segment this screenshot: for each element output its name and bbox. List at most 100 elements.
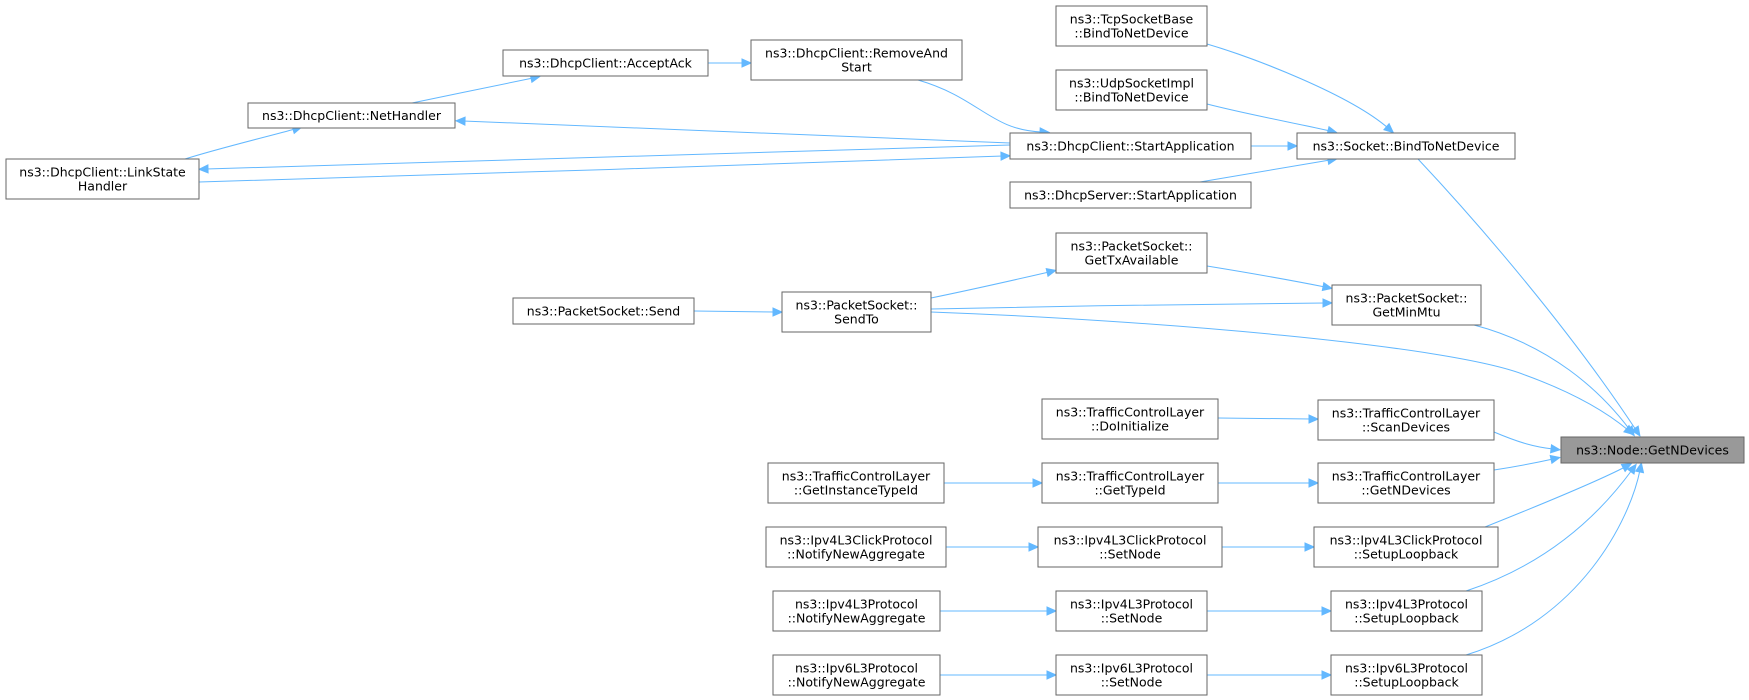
node-click-loop[interactable]: ns3::Ipv4L3ClickProtocol::SetupLoopback bbox=[1313, 526, 1499, 568]
node-startapp[interactable]: ns3::DhcpClient::StartApplication bbox=[1009, 132, 1252, 160]
node-label-line: ::NotifyNewAggregate bbox=[788, 611, 926, 626]
node-label-line: ns3::Socket::BindToNetDevice bbox=[1313, 139, 1500, 154]
node-gettxavail[interactable]: ns3::PacketSocket::GetTxAvailable bbox=[1055, 232, 1208, 274]
edge-line bbox=[184, 128, 296, 160]
edge-tcl_scan-to-getndevices bbox=[1493, 431, 1562, 454]
edge-arrowhead bbox=[1032, 478, 1044, 488]
edge-startapp-to-nethandler bbox=[454, 116, 1011, 144]
node-tcl-getndev[interactable]: ns3::TrafficControlLayer::GetNDevices bbox=[1317, 462, 1495, 504]
node-label-line: ns3::TrafficControlLayer bbox=[782, 469, 931, 484]
node-label-line: SendTo bbox=[834, 312, 879, 327]
node-box bbox=[1041, 398, 1219, 440]
edge-arrowhead bbox=[1626, 463, 1637, 475]
node-ipv6-setnode[interactable]: ns3::Ipv6L3Protocol::SetNode bbox=[1055, 654, 1208, 696]
node-ipv4-setnode[interactable]: ns3::Ipv4L3Protocol::SetNode bbox=[1055, 590, 1208, 632]
node-click-setnode[interactable]: ns3::Ipv4L3ClickProtocol::SetNode bbox=[1037, 526, 1223, 568]
node-tcl-doinit[interactable]: ns3::TrafficControlLayer::DoInitialize bbox=[1041, 398, 1219, 440]
node-getminmtu[interactable]: ns3::PacketSocket::GetMinMtu bbox=[1331, 284, 1482, 326]
edge-ipv6_notify-to-ipv6_setnode bbox=[940, 670, 1058, 680]
edge-arrowhead bbox=[1308, 414, 1320, 424]
node-nethandler[interactable]: ns3::DhcpClient::NetHandler bbox=[247, 102, 456, 129]
node-tcl-gettype[interactable]: ns3::TrafficControlLayer::GetTypeId bbox=[1041, 462, 1219, 504]
edge-arrowhead bbox=[1550, 443, 1562, 454]
node-box bbox=[781, 291, 932, 333]
node-box bbox=[1313, 526, 1499, 568]
edge-ipv4_setnode-to-ipv4_loop bbox=[1207, 606, 1333, 616]
node-box bbox=[767, 462, 945, 504]
edge-arrowhead bbox=[197, 164, 209, 174]
node-label-line: ns3::Ipv6L3Protocol bbox=[795, 661, 918, 676]
node-label-line: ns3::Ipv4L3ClickProtocol bbox=[780, 533, 933, 548]
node-box bbox=[1055, 69, 1208, 111]
node-label-line: ns3::Ipv4L3Protocol bbox=[795, 597, 918, 612]
edges-layer bbox=[184, 43, 1645, 680]
edge-ipv4_notify-to-ipv4_setnode bbox=[940, 606, 1058, 616]
node-label-line: ns3::PacketSocket::Send bbox=[527, 304, 680, 319]
node-ipv6-notify[interactable]: ns3::Ipv6L3Protocol::NotifyNewAggregate bbox=[772, 654, 941, 696]
node-getndevices[interactable]: ns3::Node::GetNDevices bbox=[1560, 436, 1745, 464]
node-label-line: ::NotifyNewAggregate bbox=[788, 675, 926, 690]
node-label-line: ns3::Ipv6L3Protocol bbox=[1345, 661, 1468, 676]
node-label-line: ::BindToNetDevice bbox=[1074, 90, 1188, 105]
edge-udp_bind-to-socket_bind bbox=[1206, 103, 1339, 136]
edge-arrowhead bbox=[1623, 424, 1635, 436]
node-tcl-getinst[interactable]: ns3::TrafficControlLayer::GetInstanceTyp… bbox=[767, 462, 945, 504]
node-label-line: ns3::DhcpServer::StartApplication bbox=[1024, 188, 1237, 203]
node-socket-bind[interactable]: ns3::Socket::BindToNetDevice bbox=[1296, 132, 1516, 160]
edge-line bbox=[198, 155, 1004, 183]
node-label-line: ::SetNode bbox=[1101, 611, 1163, 626]
node-click-notify[interactable]: ns3::Ipv4L3ClickProtocol::NotifyNewAggre… bbox=[765, 526, 947, 568]
node-box bbox=[247, 102, 456, 129]
edge-arrowhead bbox=[741, 58, 753, 68]
edge-arrowhead bbox=[1321, 670, 1333, 680]
node-udp-bind[interactable]: ns3::UdpSocketImpl::BindToNetDevice bbox=[1055, 69, 1208, 111]
node-label-line: ns3::TrafficControlLayer bbox=[1332, 406, 1481, 421]
node-label-line: ns3::DhcpClient::NetHandler bbox=[262, 108, 442, 123]
edge-linkstate-to-nethandler bbox=[184, 125, 303, 160]
node-label-line: ns3::Ipv4L3ClickProtocol bbox=[1330, 533, 1483, 548]
edge-line bbox=[1217, 417, 1312, 420]
node-ipv4-notify[interactable]: ns3::Ipv4L3Protocol::NotifyNewAggregate bbox=[772, 590, 941, 632]
edge-line bbox=[1417, 158, 1637, 431]
node-ipv4-loop[interactable]: ns3::Ipv4L3Protocol::SetupLoopback bbox=[1330, 590, 1483, 632]
edge-click_loop-to-getndevices bbox=[1484, 463, 1633, 528]
node-ps-sendto[interactable]: ns3::PacketSocket::SendTo bbox=[781, 291, 932, 333]
node-tcp-bind[interactable]: ns3::TcpSocketBase::BindToNetDevice bbox=[1055, 5, 1208, 47]
node-label-line: ns3::DhcpClient::RemoveAnd bbox=[765, 46, 948, 61]
edge-arrowhead bbox=[1287, 141, 1299, 151]
edge-arrowhead bbox=[1321, 281, 1334, 292]
edge-arrowhead bbox=[1308, 478, 1320, 488]
node-tcl-scan[interactable]: ns3::TrafficControlLayer::ScanDevices bbox=[1317, 399, 1495, 441]
node-ipv6-loop[interactable]: ns3::Ipv6L3Protocol::SetupLoopback bbox=[1330, 654, 1483, 696]
node-label-line: Start bbox=[841, 60, 872, 75]
edge-socket_bind-to-getndevices bbox=[1417, 158, 1641, 437]
edge-line bbox=[693, 310, 776, 313]
edge-nethandler-to-acceptack bbox=[411, 73, 541, 104]
node-label-line: ns3::PacketSocket:: bbox=[1071, 239, 1193, 254]
node-dhcpserver-start[interactable]: ns3::DhcpServer::StartApplication bbox=[1009, 181, 1252, 209]
edge-line bbox=[1206, 103, 1331, 132]
edge-arrowhead bbox=[1383, 122, 1395, 134]
node-box bbox=[1009, 132, 1252, 160]
node-label-line: ns3::Ipv6L3Protocol bbox=[1070, 661, 1193, 676]
node-label-line: ns3::PacketSocket:: bbox=[1346, 291, 1468, 306]
edge-ps_sendto-to-getminmtu bbox=[930, 298, 1334, 310]
edge-line bbox=[1473, 324, 1631, 431]
node-box bbox=[1055, 5, 1208, 47]
edge-ipv6_loop-to-getndevices bbox=[1465, 461, 1645, 656]
node-label-line: ::ScanDevices bbox=[1362, 420, 1450, 435]
node-ps-send[interactable]: ns3::PacketSocket::Send bbox=[512, 297, 695, 325]
node-box bbox=[1009, 181, 1252, 209]
edge-tcl_getndev-to-getndevices bbox=[1493, 454, 1562, 471]
node-label-line: ::SetupLoopback bbox=[1354, 611, 1459, 626]
edge-ps_sendto-to-getndevices bbox=[930, 311, 1635, 436]
node-acceptack[interactable]: ns3::DhcpClient::AcceptAck bbox=[502, 49, 709, 77]
edge-ipv6_setnode-to-ipv6_loop bbox=[1207, 670, 1333, 680]
edge-arrowhead bbox=[1620, 463, 1633, 473]
edge-arrowhead bbox=[1634, 461, 1645, 474]
node-label-line: ns3::TcpSocketBase bbox=[1070, 12, 1194, 27]
node-label-line: ::SetupLoopback bbox=[1354, 675, 1459, 690]
